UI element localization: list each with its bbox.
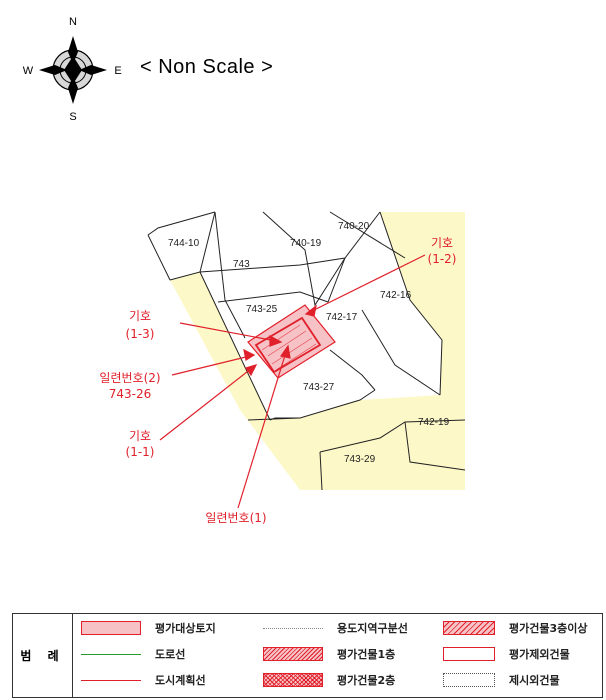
legend-item-bldg-2f: 평가건물2층 xyxy=(263,670,395,690)
compass-south: S xyxy=(69,111,76,122)
parcel-label-740-20: 740-20 xyxy=(338,221,370,232)
legend-label-zoning-line: 용도지역구분선 xyxy=(337,622,408,635)
legend-item-outside-bldg: 제시외건물 xyxy=(443,670,560,690)
legend-label-outside-bldg: 제시외건물 xyxy=(509,674,560,687)
bldg-2f-swatch xyxy=(263,673,323,687)
legend-item-bldg-3f: 평가건물3층이상 xyxy=(443,618,588,638)
parcel-label-742-16: 742-16 xyxy=(380,290,412,301)
legend-label-city-plan-line: 도시계획선 xyxy=(155,674,206,687)
parcel-label-742-17: 742-17 xyxy=(326,312,358,323)
legend-item-zoning-line: 용도지역구분선 xyxy=(263,618,408,638)
target-land-swatch xyxy=(81,621,141,635)
compass-rose: N S W E xyxy=(23,16,122,122)
scale-label: < Non Scale > xyxy=(140,56,274,78)
legend: 범 례 평가대상토지 도로선 도시계획선 용도지역구분선 평가건물1층 평가건물… xyxy=(12,613,603,698)
annotation-1-1-line2: (1-1) xyxy=(126,445,155,459)
annotation-1-3-line1: 기호 xyxy=(129,309,151,323)
road-area-diagonal xyxy=(248,380,465,490)
parcel-label-743-27: 743-27 xyxy=(303,382,335,393)
bldg-3f-swatch xyxy=(443,621,495,635)
parcel-label-743-25: 743-25 xyxy=(246,304,278,315)
legend-item-city-plan-line: 도시계획선 xyxy=(81,670,206,690)
annotation-serial2-line2: 743-26 xyxy=(109,387,152,401)
annotation-serial1: 일련번호(1) xyxy=(205,511,266,525)
compass-north: N xyxy=(69,16,77,28)
parcel-label-742-19: 742-19 xyxy=(418,417,450,428)
compass-east: E xyxy=(114,65,121,77)
annotation-1-1-line1: 기호 xyxy=(129,429,151,443)
city-plan-line-swatch xyxy=(81,679,141,681)
zoning-line-swatch xyxy=(263,627,323,629)
parcel-label-744-10: 744-10 xyxy=(168,238,200,249)
legend-item-road-line: 도로선 xyxy=(81,644,185,664)
parcel-label-740-19: 740-19 xyxy=(290,238,322,249)
parcel-label-743-29: 743-29 xyxy=(344,454,376,465)
legend-label-target-land: 평가대상토지 xyxy=(155,622,216,635)
legend-label-road-line: 도로선 xyxy=(155,648,186,661)
annotation-1-2-line2: (1-2) xyxy=(428,252,457,266)
legend-label-bldg-1f: 평가건물1층 xyxy=(337,648,396,661)
compass-west: W xyxy=(23,65,34,77)
outside-bldg-swatch xyxy=(443,673,495,687)
legend-label-excluded-bldg: 평가제외건물 xyxy=(509,648,570,661)
excluded-bldg-swatch xyxy=(443,647,495,661)
bldg-1f-swatch xyxy=(263,647,323,661)
annotation-serial2-line1: 일련번호(2) xyxy=(99,371,160,385)
legend-item-target-land: 평가대상토지 xyxy=(81,618,216,638)
legend-title: 범 례 xyxy=(13,614,73,697)
road-area-right xyxy=(380,212,465,395)
annotation-1-3-line2: (1-3) xyxy=(126,327,155,341)
legend-label-bldg-3f: 평가건물3층이상 xyxy=(509,622,588,635)
annotation-1-2-line1: 기호 xyxy=(431,236,453,250)
legend-label-bldg-2f: 평가건물2층 xyxy=(337,674,396,687)
legend-item-bldg-1f: 평가건물1층 xyxy=(263,644,395,664)
cadastral-map: 744-10 743 740-19 740-20 743-25 742-17 7… xyxy=(99,211,466,525)
legend-items: 평가대상토지 도로선 도시계획선 용도지역구분선 평가건물1층 평가건물2층 평… xyxy=(73,614,602,697)
road-line-swatch xyxy=(81,653,141,655)
legend-item-excluded-bldg: 평가제외건물 xyxy=(443,644,570,664)
road-area-left xyxy=(170,272,322,490)
parcel-label-743: 743 xyxy=(233,259,250,270)
